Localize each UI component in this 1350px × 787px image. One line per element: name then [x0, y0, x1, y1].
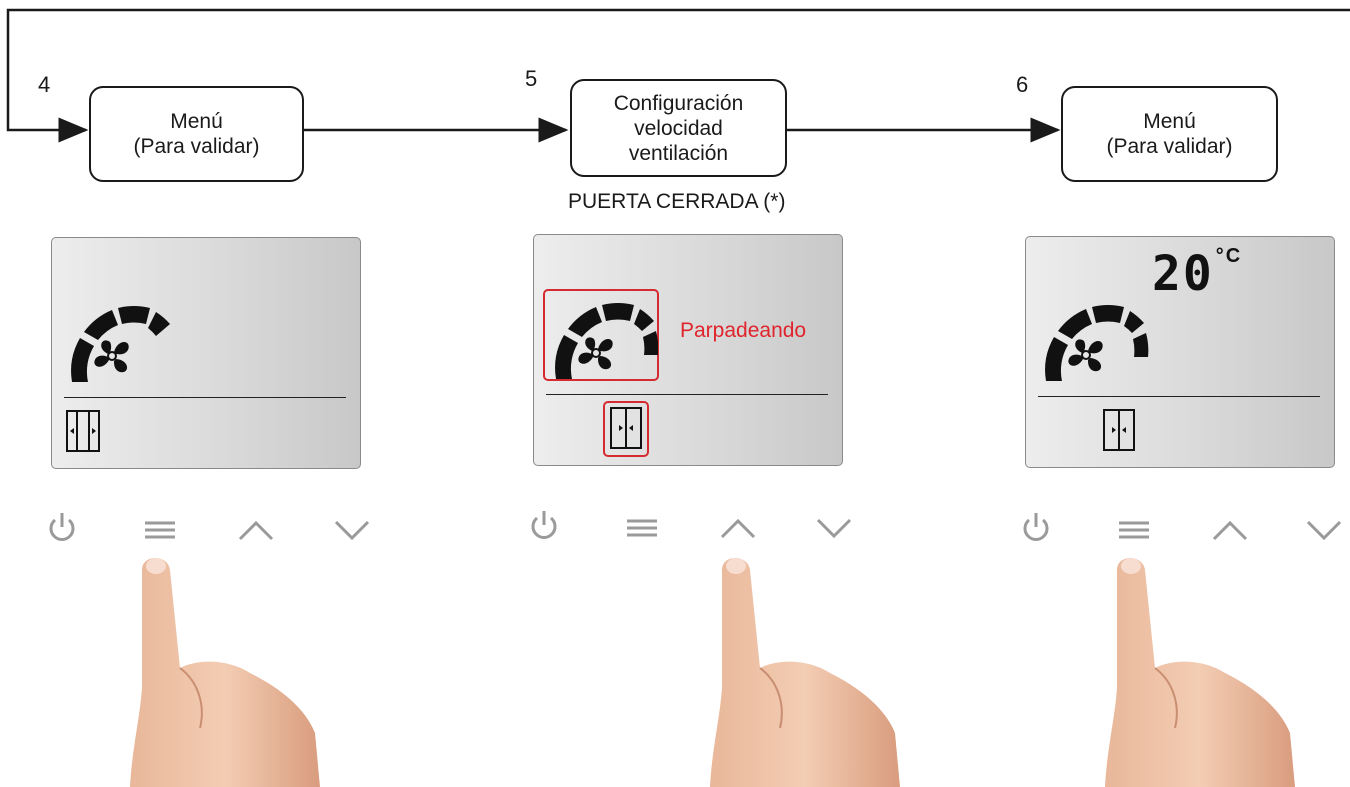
step-number: 5	[525, 66, 538, 91]
step-label: (Para validar)	[1106, 135, 1233, 158]
step-label: Menú	[170, 110, 223, 133]
up-button[interactable]	[1210, 510, 1250, 550]
step-label: ventilación	[628, 141, 729, 165]
step-box-config: Configuración velocidad ventilación	[570, 79, 787, 177]
finger-icon	[710, 558, 900, 787]
finger-icon	[130, 558, 320, 787]
fan-icon	[1068, 339, 1103, 372]
lcd-display	[51, 237, 361, 469]
menu-button[interactable]	[140, 510, 180, 550]
up-button[interactable]	[718, 508, 758, 548]
down-button[interactable]	[814, 508, 854, 548]
power-button[interactable]	[42, 508, 82, 548]
lcd-display: 20°C	[1025, 236, 1335, 468]
power-button[interactable]	[1016, 508, 1056, 548]
step-label: (Para validar)	[133, 135, 260, 158]
menu-icon	[627, 519, 657, 537]
fan-speed-icon	[555, 303, 658, 379]
chevron-down-icon	[334, 520, 370, 541]
door-closed-icon	[610, 407, 642, 449]
lcd-display: Parpadeando	[533, 234, 843, 466]
step-label: Menú	[1143, 110, 1196, 133]
chevron-up-icon	[720, 518, 756, 539]
loop-back-line	[6, 8, 1350, 143]
fan-highlight	[543, 289, 659, 381]
chevron-up-icon	[238, 520, 274, 541]
temperature-unit: °C	[1215, 245, 1243, 267]
door-open-icon	[66, 410, 100, 452]
door-closed-note: PUERTA CERRADA (*)	[568, 190, 786, 213]
fan-speed-icon	[1045, 305, 1149, 381]
door-closed-icon	[1103, 409, 1135, 451]
menu-icon	[145, 521, 175, 539]
step-box-menu: Menú (Para validar)	[89, 86, 304, 182]
finger-icon	[1105, 558, 1295, 787]
menu-icon	[1119, 521, 1149, 539]
step-label: velocidad	[634, 116, 723, 140]
power-icon	[531, 511, 557, 539]
up-button[interactable]	[236, 510, 276, 550]
menu-button[interactable]	[1114, 510, 1154, 550]
down-button[interactable]	[1304, 510, 1344, 550]
power-button[interactable]	[524, 506, 564, 546]
chevron-down-icon	[1306, 520, 1342, 541]
power-icon	[1023, 513, 1049, 541]
fan-speed-icon	[71, 306, 170, 382]
menu-button[interactable]	[622, 508, 662, 548]
step-box-menu: Menú (Para validar)	[1061, 86, 1278, 182]
down-button[interactable]	[332, 510, 372, 550]
fan-icon	[578, 337, 613, 370]
chevron-down-icon	[816, 518, 852, 539]
temperature-readout: 20°C	[1152, 245, 1242, 302]
step-label: Configuración	[613, 91, 744, 115]
blinking-label: Parpadeando	[680, 319, 807, 342]
door-highlight	[603, 401, 649, 457]
fan-icon	[94, 340, 129, 373]
step-number: 4	[38, 72, 51, 97]
power-icon	[49, 513, 75, 541]
temperature-value: 20	[1152, 246, 1214, 302]
step-number: 6	[1016, 72, 1029, 97]
chevron-up-icon	[1212, 520, 1248, 541]
